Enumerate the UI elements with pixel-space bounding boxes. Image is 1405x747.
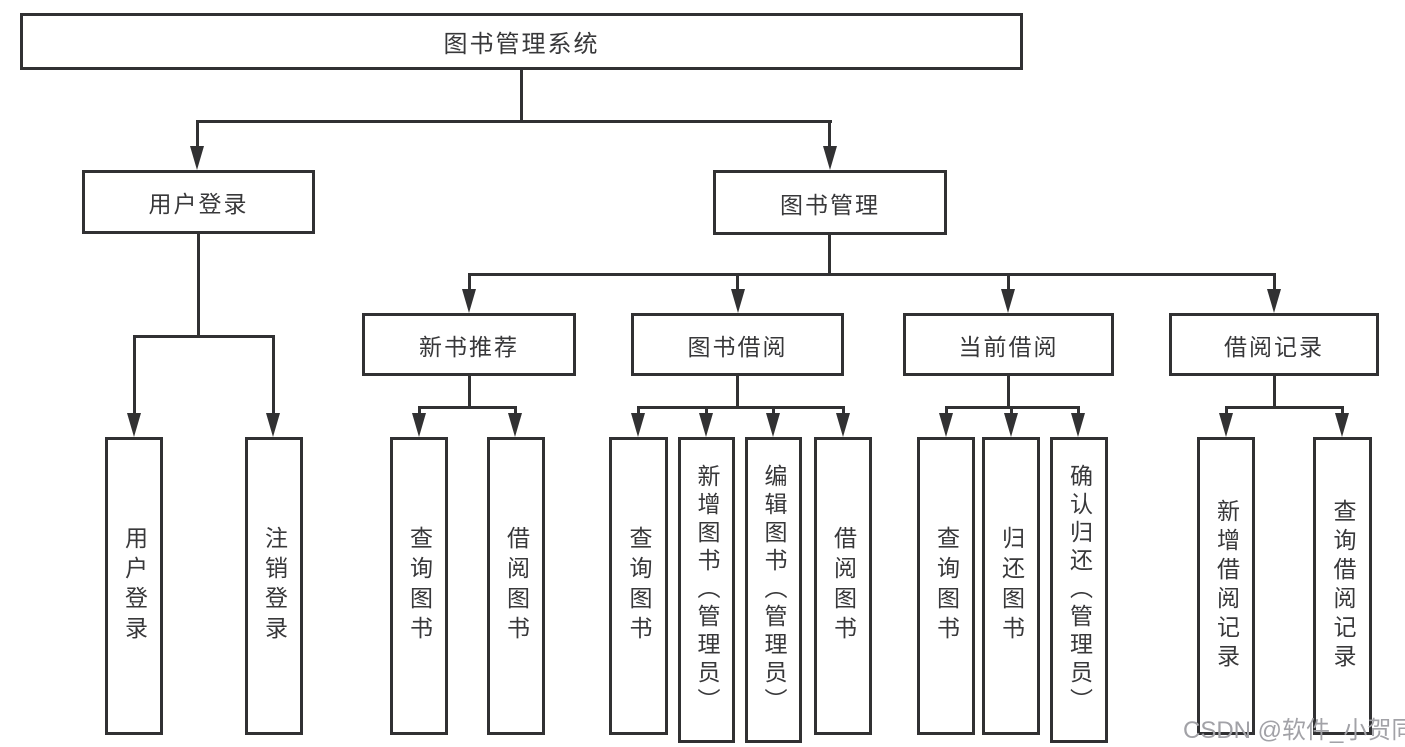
node-borrow-records: 借阅记录 [1169,313,1379,376]
connector-drop [828,120,831,150]
connector-drop [1273,273,1276,293]
leaf-label: 注销登录 [261,526,288,646]
arrow-down-icon [631,413,645,437]
arrow-down-icon [127,413,141,437]
arrow-down-icon [1219,413,1233,437]
arrow-down-icon [1071,413,1085,437]
leaf-label: 新增借阅记录 [1213,499,1240,673]
arrow-down-icon [766,413,780,437]
arrow-down-icon [823,146,837,170]
leaf-label: 用户登录 [121,526,148,646]
arrow-down-icon [1267,289,1281,313]
node-current-borrowing: 当前借阅 [903,313,1114,376]
leaf-label: 查询图书 [626,526,652,646]
connector-new-book-bus [418,406,517,409]
node-book-borrowing: 图书借阅 [631,313,844,376]
node-label: 图书管理系统 [443,31,600,58]
leaf-label: 查询图书 [406,526,433,646]
node-label: 图书借阅 [687,333,788,360]
watermark: CSDN @软件_小贺同学 [1183,710,1405,745]
leaf-add-book-admin: 新增图书（管理员） [678,437,735,743]
leaf-borrow-books-1: 借阅图书 [487,437,545,735]
connector-new-book-stub [468,376,471,408]
connector-drop [272,335,275,417]
leaf-label: 借阅图书 [503,526,530,646]
arrow-down-icon [1335,413,1349,437]
connector-drop [1007,273,1010,293]
connector-root-stub [520,69,523,122]
leaf-user-login: 用户登录 [105,437,163,735]
watermark-text: CSDN @软件_小贺同 [1183,717,1405,744]
leaf-label: 借阅图书 [830,526,857,646]
arrow-down-icon [939,413,953,437]
node-new-book-recommend: 新书推荐 [362,313,576,376]
connector-current-borrow-stub [1007,376,1010,408]
connector-drop [736,273,739,293]
node-library-system: 图书管理系统 [20,13,1023,70]
leaf-label: 确认归还（管理员） [1066,464,1093,716]
arrow-down-icon [699,413,713,437]
connector-drop [196,120,199,150]
node-label: 图书管理 [780,191,880,218]
arrow-down-icon [412,413,426,437]
connector-borrow-record-bus [1225,406,1344,409]
leaf-label: 查询图书 [933,526,960,646]
node-book-management: 图书管理 [713,170,947,235]
leaf-label: 新增图书（管理员） [694,464,720,716]
connector-user-login-stub [197,234,200,337]
leaf-label: 归还图书 [998,526,1025,646]
leaf-query-books-2: 查询图书 [609,437,668,735]
arrow-down-icon [1004,413,1018,437]
arrow-down-icon [508,413,522,437]
leaf-confirm-return-admin: 确认归还（管理员） [1050,437,1108,743]
connector-drop [468,273,471,293]
node-label: 借阅记录 [1224,333,1324,360]
connector-book-mgmt-stub [828,235,831,275]
leaf-query-books-1: 查询图书 [390,437,448,735]
leaf-edit-book-admin: 编辑图书（管理员） [745,437,802,743]
connector-borrow-record-stub [1273,376,1276,408]
arrow-down-icon [836,413,850,437]
arrow-down-icon [190,146,204,170]
connector-book-mgmt-bus [468,273,1276,276]
arrow-down-icon [266,413,280,437]
connector-book-borrow-bus [637,406,845,409]
node-label: 当前借阅 [958,333,1059,360]
connector-user-login-bus [133,335,275,338]
connector-root-bus [196,120,832,123]
node-user-login: 用户登录 [82,170,315,234]
leaf-logout: 注销登录 [245,437,303,735]
leaf-label: 编辑图书（管理员） [761,464,787,716]
arrow-down-icon [731,289,745,313]
arrow-down-icon [1001,289,1015,313]
leaf-query-books-3: 查询图书 [917,437,975,735]
leaf-add-borrow-record: 新增借阅记录 [1197,437,1255,735]
leaf-borrow-books-2: 借阅图书 [814,437,872,735]
connector-book-borrow-stub [736,376,739,408]
leaf-label: 查询借阅记录 [1330,499,1356,673]
leaf-return-book: 归还图书 [982,437,1040,735]
connector-drop [133,335,136,417]
node-label: 用户登录 [148,191,249,217]
arrow-down-icon [462,289,476,313]
leaf-query-borrow-record: 查询借阅记录 [1313,437,1372,735]
node-label: 新书推荐 [419,333,519,360]
